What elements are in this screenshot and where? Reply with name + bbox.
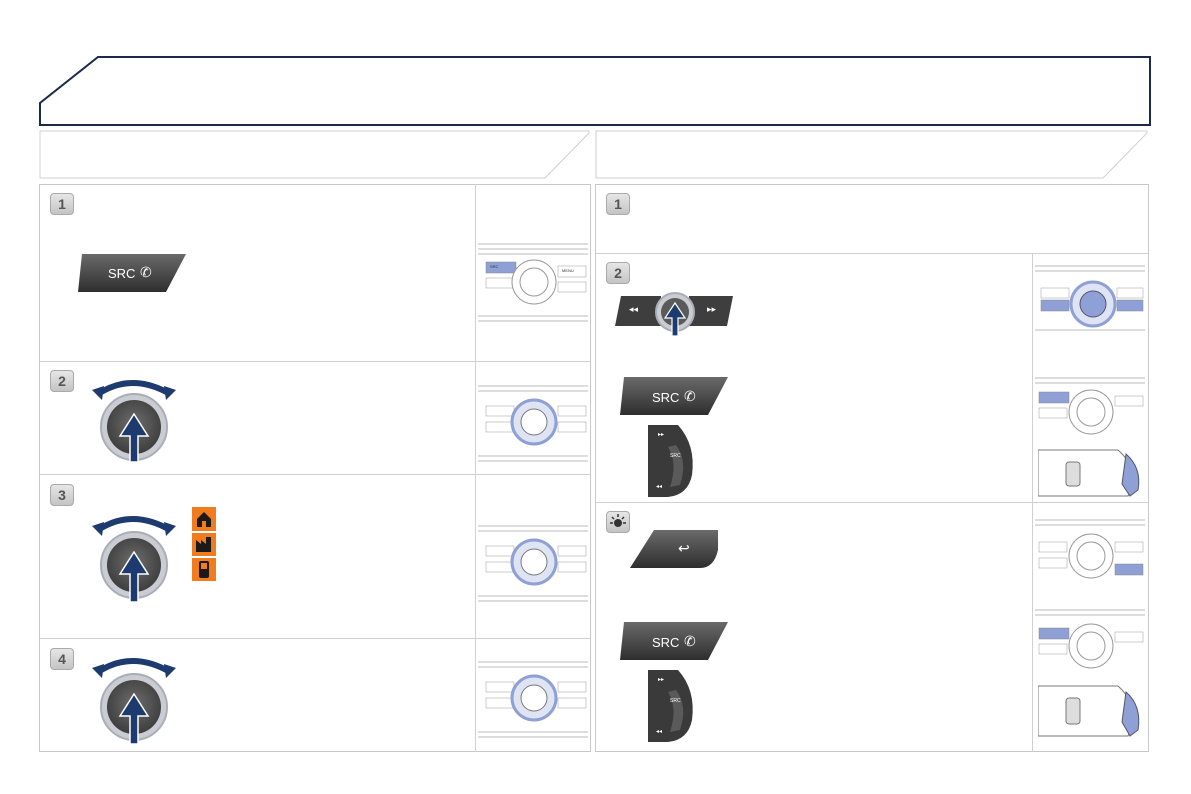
next-button[interactable]: ▸▸	[707, 304, 717, 314]
left-row-divider	[39, 638, 591, 639]
console-thumbnail-dial	[478, 661, 588, 738]
steering-stalk-thumbnail	[1038, 449, 1140, 497]
console-thumbnail-src	[478, 243, 588, 322]
home-icon	[192, 507, 216, 531]
stalk-next-label: ▸▸	[658, 432, 665, 438]
step-number-badge: 1	[50, 193, 74, 215]
step-number-badge: 4	[50, 648, 74, 670]
src-phone-button[interactable]: SRC ✆	[620, 377, 730, 415]
previous-button[interactable]: ◂◂	[629, 304, 639, 314]
steering-stalk-control[interactable]: ▸▸ SRC ◂◂	[648, 670, 698, 742]
rotary-dial[interactable]	[92, 372, 178, 464]
phonebook-category-icons	[192, 507, 216, 581]
stalk-next-label: ▸▸	[658, 677, 665, 683]
phone-icon: ✆	[684, 633, 696, 649]
left-image-column-divider	[475, 184, 476, 752]
src-phone-button[interactable]: SRC ✆	[78, 254, 188, 292]
office-icon	[192, 532, 216, 556]
step-number-badge: 3	[50, 484, 74, 506]
right-image-column-divider	[1032, 253, 1033, 752]
right-section-header	[595, 130, 1148, 179]
stalk-prev-label: ◂◂	[656, 484, 663, 490]
right-row-divider	[595, 253, 1149, 254]
stalk-src-label: SRC	[670, 453, 681, 459]
phone-icon: ✆	[140, 264, 152, 280]
console-thumbnail-dial	[478, 385, 588, 462]
rotary-dial[interactable]	[92, 650, 178, 746]
src-label: SRC	[108, 266, 136, 281]
left-row-divider	[39, 361, 591, 362]
step-number-badge: 2	[606, 262, 630, 284]
src-label: SRC	[652, 635, 680, 650]
left-row-divider	[39, 474, 591, 475]
back-arrow-icon: ↩	[678, 540, 690, 556]
right-row-divider	[595, 502, 1149, 503]
console-thumbnail-src	[1035, 377, 1145, 435]
src-label: SRC	[652, 390, 680, 405]
console-src-label: SRC	[490, 264, 499, 269]
stalk-src-label: SRC	[670, 698, 681, 704]
console-menu-label: MENU	[562, 268, 574, 273]
src-phone-button[interactable]: SRC ✆	[620, 622, 730, 660]
stalk-prev-label: ◂◂	[656, 729, 663, 735]
tip-lightbulb-icon	[606, 511, 630, 533]
seek-dial-group: ◂◂ ▸▸	[615, 290, 735, 340]
console-thumbnail-dial	[478, 525, 588, 602]
step-number-badge: 1	[606, 193, 630, 215]
phone-icon: ✆	[684, 388, 696, 404]
console-thumbnail-back	[1035, 519, 1145, 579]
steering-stalk-thumbnail	[1038, 685, 1140, 737]
console-thumbnail-seek	[1035, 265, 1145, 331]
header-banner	[39, 56, 1151, 126]
mobile-icon	[192, 557, 216, 581]
steering-stalk-control[interactable]: ▸▸ SRC ◂◂	[648, 425, 698, 497]
rotary-dial[interactable]	[92, 508, 178, 604]
console-thumbnail-src	[1035, 609, 1145, 669]
left-section-header	[39, 130, 590, 179]
step-number-badge: 2	[50, 370, 74, 392]
back-button[interactable]: ↩	[630, 530, 718, 568]
